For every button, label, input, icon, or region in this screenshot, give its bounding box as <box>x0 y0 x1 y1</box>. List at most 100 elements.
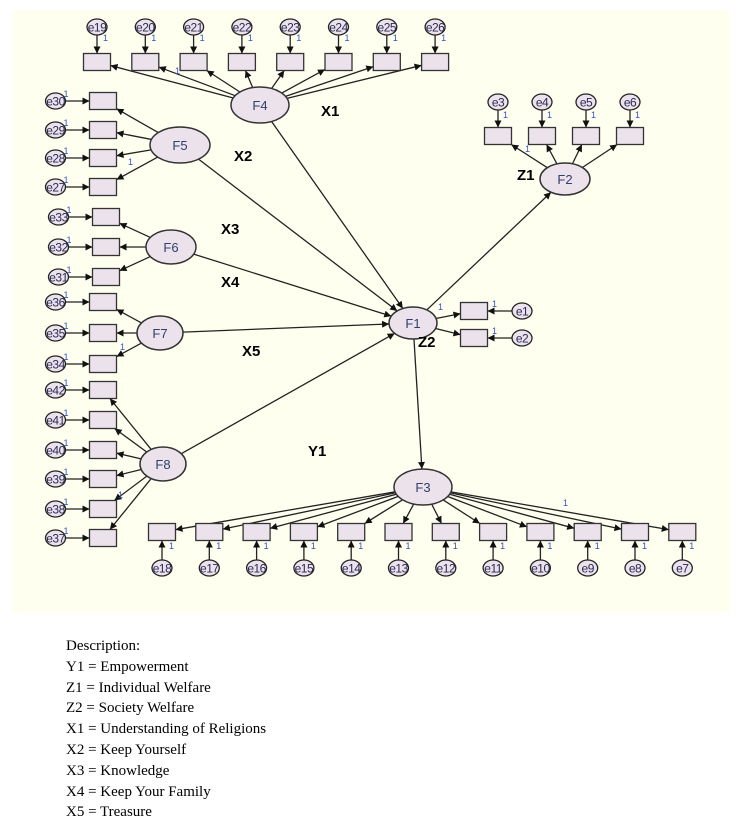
latent-F1 <box>388 306 438 340</box>
indicator-box <box>459 301 489 321</box>
error-term-label: e21 <box>184 21 203 35</box>
loading-path-F8-e37 <box>109 478 152 530</box>
loading-path-F2-e5 <box>571 144 583 165</box>
latent-label-F6: F6 <box>163 240 178 255</box>
indicator-box <box>478 522 508 542</box>
error-term-label: e37 <box>46 532 65 546</box>
indicator-box <box>91 267 121 287</box>
loading-path-F4-e19 <box>110 63 234 99</box>
error-term-label: e30 <box>46 95 65 109</box>
error-term-e15 <box>293 559 315 577</box>
latent-label-F4: F4 <box>252 98 267 113</box>
indicator-box <box>620 522 650 542</box>
loading-path-F6-e33 <box>119 222 151 239</box>
error-term-label: e8 <box>629 562 642 576</box>
error-term-e21 <box>182 18 205 36</box>
fixed-parameter-label: 1 <box>200 33 205 43</box>
loading-path-F4-e26 <box>286 63 422 100</box>
fixed-parameter-label: 1 <box>393 33 398 43</box>
fixed-parameter-label: 1 <box>67 205 72 215</box>
fixed-parameter-label: 1 <box>64 378 69 388</box>
error-term-e7 <box>671 559 693 577</box>
fixed-parameter-label: 1 <box>64 146 69 156</box>
diagram-canvas <box>12 10 730 612</box>
loading-path-F3-e15 <box>317 495 399 528</box>
structural-path-F4-F1 <box>271 121 404 309</box>
indicator-box <box>483 126 513 146</box>
loading-path-F4-e23 <box>271 70 285 89</box>
indicator-box <box>147 522 177 542</box>
legend: Description: Y1 = Empowerment Z1 = Indiv… <box>66 636 266 823</box>
error-term-label: e32 <box>49 241 68 255</box>
loading-path-F4-e24 <box>281 68 326 94</box>
indicator-box <box>227 52 257 72</box>
error-term-e17 <box>198 559 220 577</box>
fixed-parameter-label: 1 <box>406 541 411 551</box>
fixed-parameter-label: 1 <box>120 342 125 352</box>
indicator-box <box>88 323 118 343</box>
loading-path-F1-e2 <box>435 327 461 337</box>
error-term-e20 <box>134 18 156 36</box>
fixed-parameter-label: 1 <box>547 541 552 551</box>
error-term-label: e12 <box>437 562 456 576</box>
error-term-label: e40 <box>46 444 65 458</box>
fixed-parameter-label: 1 <box>103 33 108 43</box>
error-term-e31 <box>47 268 70 286</box>
path-label-X2: X2 <box>234 148 252 165</box>
error-term-e11 <box>482 559 504 577</box>
indicator-box <box>179 52 208 72</box>
fixed-parameter-label: 1 <box>175 66 180 76</box>
path-label-Z1: Z1 <box>517 167 535 184</box>
error-term-label: e11 <box>484 562 502 576</box>
loading-path-F5-e28 <box>116 149 152 159</box>
loading-path-F3-e14 <box>364 499 403 525</box>
structural-path-F1-F2 <box>426 191 552 311</box>
indicator-box <box>131 52 160 72</box>
error-term-e24 <box>327 18 350 36</box>
fixed-parameter-label: 1 <box>64 118 69 128</box>
path-label-X3: X3 <box>221 221 239 238</box>
indicator-box <box>88 120 118 140</box>
latent-F8 <box>139 446 187 482</box>
latent-label-F3: F3 <box>415 480 430 495</box>
indicator-box <box>88 528 118 548</box>
fixed-parameter-label: 1 <box>64 438 69 448</box>
latent-F6 <box>145 229 197 265</box>
error-term-e9 <box>577 559 599 577</box>
error-term-label: e4 <box>536 96 549 110</box>
error-term-e27 <box>44 178 67 196</box>
legend-item: Y1 = Empowerment <box>66 658 189 675</box>
error-term-e26 <box>424 18 446 36</box>
error-term-e42 <box>44 381 67 399</box>
error-term-label: e42 <box>46 384 65 398</box>
fixed-parameter-label: 1 <box>492 326 497 336</box>
fixed-parameter-label: 1 <box>169 541 174 551</box>
fixed-parameter-label: 1 <box>64 497 69 507</box>
indicator-box <box>88 380 118 400</box>
loading-path-F8-e42 <box>109 398 152 450</box>
error-term-label: e6 <box>624 96 637 110</box>
fixed-parameter-label: 1 <box>64 352 69 362</box>
error-term-e3 <box>487 93 509 111</box>
structural-path-F7-F1 <box>182 320 390 333</box>
indicator-box <box>88 354 118 374</box>
loading-path-F8-e39 <box>116 468 142 478</box>
indicator-box <box>91 237 121 257</box>
legend-item: X5 = Treasure <box>66 804 152 821</box>
legend-title: Description: <box>66 638 141 654</box>
indicator-box <box>668 522 697 542</box>
structural-path-F1-F3 <box>413 338 425 470</box>
error-term-e14 <box>340 559 362 577</box>
latent-F2 <box>539 162 591 196</box>
indicator-box <box>420 52 450 72</box>
error-term-e8 <box>624 559 646 577</box>
indicator-box <box>459 328 489 348</box>
latent-F4 <box>230 86 290 124</box>
fixed-parameter-label: 1 <box>492 299 497 309</box>
loading-path-F8-e40 <box>116 451 142 460</box>
loading-path-F1-e1 <box>435 311 461 320</box>
loading-path-F3-e9 <box>449 493 575 530</box>
latent-label-F2: F2 <box>557 172 572 187</box>
